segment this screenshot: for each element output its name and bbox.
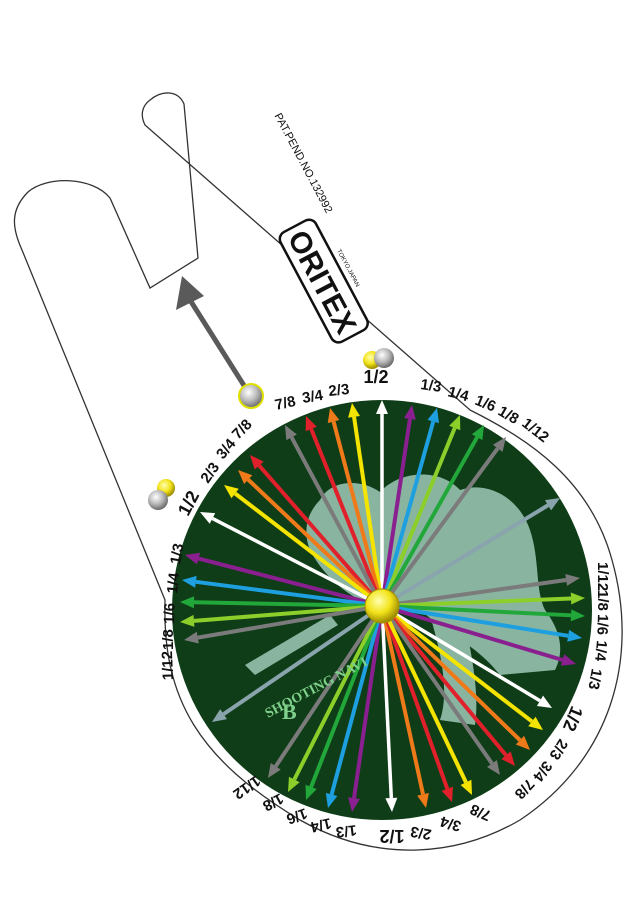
logo-frame — [278, 218, 369, 344]
label-right-side-5: 1/3 — [584, 667, 604, 690]
label-top-r2: 1/4 — [446, 383, 471, 405]
label-left-side-1: 1/3 — [167, 542, 187, 565]
arrow-down-l5 — [268, 604, 384, 778]
arrow-r5 — [381, 604, 576, 666]
arrow-ul-3 — [250, 455, 384, 608]
arrow-r2 — [381, 592, 585, 608]
ball-pair-left — [148, 479, 175, 510]
label-bottom-r1: 2/3 — [409, 822, 432, 842]
arrow-up-r5 — [380, 437, 506, 608]
arrow-r4 — [381, 604, 582, 642]
arrow-dr-half — [381, 604, 552, 708]
arrow-up-l2 — [327, 408, 384, 607]
arrow-l4 — [180, 604, 383, 627]
label-left-side-4: 1/8 — [160, 629, 177, 650]
label-left-side-3: 1/6 — [161, 603, 179, 624]
arrow-up-r2 — [380, 408, 440, 607]
arrow-ul-1 — [224, 485, 384, 608]
arrow-l2 — [182, 575, 383, 608]
label-top-r4: 1/8 — [495, 403, 522, 428]
arrow-dr-1 — [380, 604, 543, 730]
label-top-r1: 1/3 — [419, 376, 442, 396]
ball-on-guide — [238, 383, 264, 409]
label-bottom-l5: 1/3 — [335, 821, 358, 840]
arrow-l3 — [180, 596, 383, 609]
arrow-ur — [380, 498, 560, 608]
arrow-down-l2 — [325, 605, 384, 808]
arrow-l5 — [184, 604, 383, 644]
label-right-side-3: 1/6 — [593, 614, 611, 635]
label-bottom-l3: 1/6 — [284, 804, 309, 827]
arrow-down-l4 — [288, 605, 384, 792]
arrow-up-half — [376, 400, 388, 606]
arrow-dr-3 — [380, 604, 515, 766]
label-right-side-4: 1/4 — [591, 640, 610, 663]
arrow-l1 — [185, 552, 383, 608]
label-right-side: 1/12 1/8 1/6 1/4 1/3 — [584, 562, 611, 691]
label-right-side-1: 1/12 — [594, 562, 611, 591]
arrow-r3 — [381, 604, 585, 622]
arrow-dr-4 — [380, 604, 500, 775]
label-bottom-l4: 1/4 — [308, 814, 333, 835]
label-top-l1: 7/8 — [273, 393, 297, 414]
arrow-down-l1 — [348, 605, 384, 812]
label-left-side-2: 1/4 — [164, 571, 183, 594]
label-top-r3: 1/6 — [473, 392, 499, 416]
label-left-side-5: 1/12 — [159, 651, 177, 681]
ball-pair-top — [363, 348, 394, 369]
arrow-up-r4 — [380, 425, 484, 607]
arrow-up-l0 — [285, 425, 384, 607]
label-bottom-r3: 7/8 — [468, 800, 494, 824]
patent-text: PAT.PEND.NO.132992 — [272, 111, 335, 215]
arrow-dr-2 — [380, 604, 530, 750]
label-top-l3: 2/3 — [328, 381, 351, 400]
arrow-down-half — [380, 605, 398, 812]
arrow-down-l3 — [305, 605, 384, 800]
arrow-down-r2 — [380, 605, 453, 802]
arrow-up-r3 — [380, 415, 461, 607]
cue-ball-center — [364, 588, 400, 624]
label-right-side-2: 1/8 — [594, 590, 611, 611]
arrow-down-r3 — [380, 605, 472, 795]
arrow-fan — [180, 400, 585, 812]
label-top-half: 1/2 — [363, 367, 388, 387]
label-bottom-half: 1/2 — [379, 826, 404, 846]
arrow-up-l1 — [305, 416, 384, 607]
label-left-side: 1/3 1/4 1/6 1/8 1/12 — [159, 542, 188, 680]
arrow-r1 — [381, 574, 580, 608]
arrow-ul-half — [200, 512, 383, 608]
arrow-down-r1 — [380, 605, 429, 808]
arrow-dl — [212, 604, 384, 722]
product-variant: B — [282, 699, 297, 724]
guide-arrow — [176, 276, 253, 397]
label-bottom-r2: 3/4 — [438, 812, 463, 834]
arrow-up-l3 — [348, 403, 384, 607]
arrow-ul-2 — [238, 470, 384, 608]
arrow-up-r1 — [380, 405, 416, 607]
label-top-l2: 3/4 — [301, 387, 325, 407]
